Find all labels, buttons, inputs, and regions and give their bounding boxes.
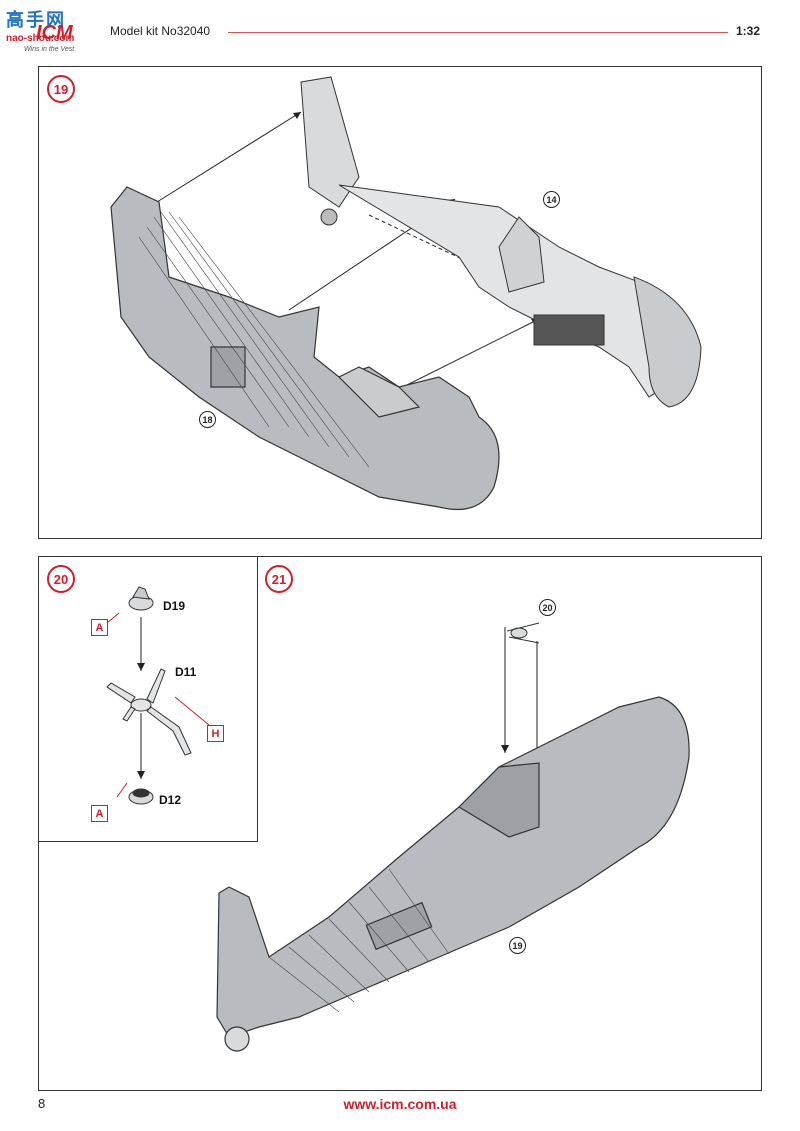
logo-cn-text: 高手网 <box>6 10 66 30</box>
reference-14: 14 <box>543 191 560 208</box>
step-21-diagram <box>216 622 690 1052</box>
step-20-badge: 20 <box>47 565 75 593</box>
step-19-panel: 19 <box>38 66 762 539</box>
reference-18: 18 <box>199 411 216 428</box>
part-d12-label: D12 <box>159 793 182 807</box>
reference-19: 19 <box>509 937 526 954</box>
step-19-diagram <box>110 76 702 511</box>
part-d11-label: D11 <box>175 665 197 679</box>
brand-logo: 高手网 ICM nao-shou.com Wins in the Vest <box>6 6 98 54</box>
step-20-panel: 20 D19 D11 <box>38 556 258 842</box>
kit-title: Model kit No32040 <box>110 24 211 38</box>
step-19-badge: 19 <box>47 75 75 103</box>
part-d19-label: D19 <box>163 599 186 613</box>
paint-code-a-upper: A <box>91 619 108 636</box>
step-21-badge: 21 <box>265 565 293 593</box>
paint-code-h: H <box>207 725 224 742</box>
kit-scale: 1:32 <box>736 24 761 38</box>
header-divider <box>228 32 728 33</box>
paint-code-a-lower: A <box>91 805 108 822</box>
reference-20: 20 <box>539 599 556 616</box>
footer-website-link[interactable]: www.icm.com.ua <box>343 1096 457 1112</box>
logo-brand-text: ICM <box>36 22 73 44</box>
step-20-diagram <box>106 586 210 805</box>
page-number: 8 <box>38 1096 46 1111</box>
logo-tagline: Wins in the Vest <box>24 46 75 53</box>
logo-site-text: nao-shou.com <box>6 33 75 44</box>
